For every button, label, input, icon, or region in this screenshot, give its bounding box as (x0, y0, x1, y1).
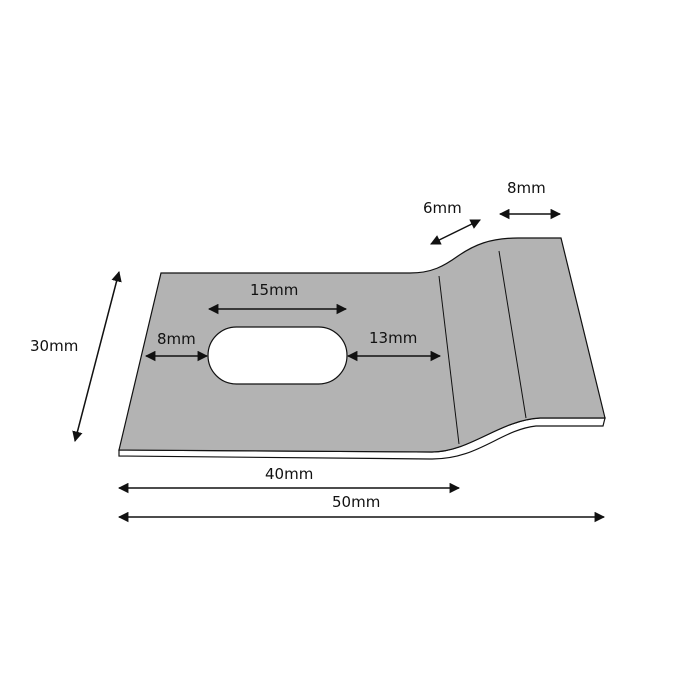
bend-line-left (438, 275, 460, 445)
mounting-slot (207, 326, 348, 385)
tab-label: 8mm (507, 179, 546, 197)
slot-right-offset-label: 13mm (369, 329, 417, 347)
bend-line-right (498, 250, 527, 419)
slot-left-offset-label: 8mm (157, 330, 196, 348)
slot-length-label: 15mm (250, 281, 298, 299)
bend-label: 6mm (423, 199, 462, 217)
height-arrow (72, 270, 122, 443)
length-total-label: 50mm (332, 493, 380, 511)
blade-plate (118, 237, 606, 453)
length-flat-label: 40mm (265, 465, 313, 483)
height-label: 30mm (30, 337, 78, 355)
bend-arrow (430, 219, 481, 245)
